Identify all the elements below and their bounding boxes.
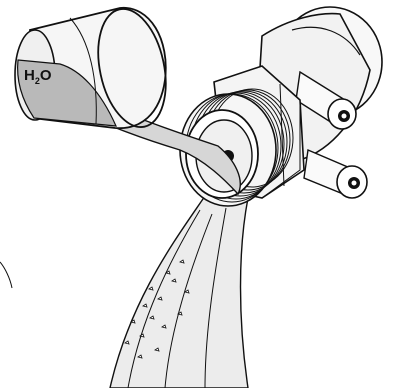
sensor-fitting-icon bbox=[180, 7, 382, 206]
label-suffix: O bbox=[40, 67, 52, 84]
label-main: H bbox=[24, 67, 35, 84]
terminal-lower-hole-inner bbox=[352, 181, 357, 186]
terminal-upper-hole-inner bbox=[342, 114, 347, 119]
water-stream-icon bbox=[110, 196, 248, 388]
water-stream bbox=[110, 196, 248, 388]
beaker-icon: H2O bbox=[15, 3, 176, 134]
edge-line bbox=[0, 262, 12, 288]
